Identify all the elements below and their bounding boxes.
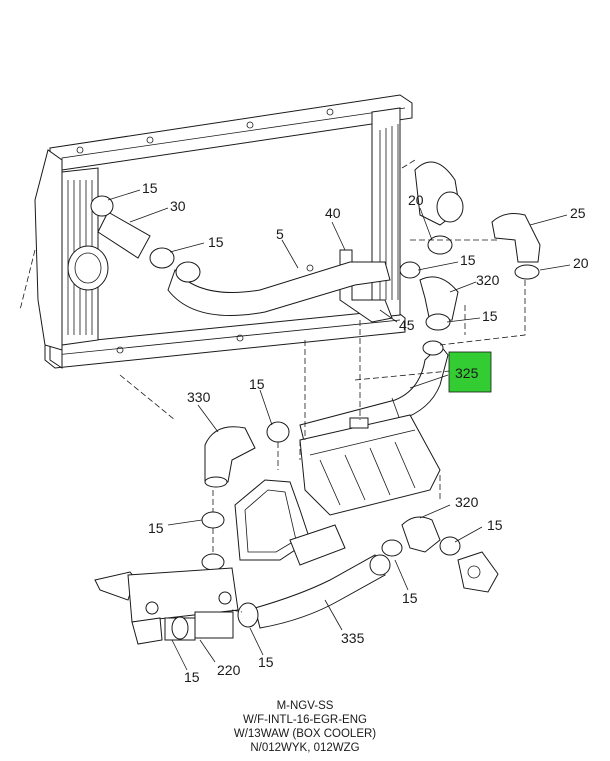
callout-15: 15: [142, 180, 158, 196]
callout-40: 40: [325, 205, 341, 221]
hose-320-lower: [401, 516, 499, 593]
bracket-220: [94, 567, 239, 645]
caption-line: M-NGV-SS: [276, 700, 334, 712]
callout-15: 15: [482, 308, 498, 324]
callout-220: 220: [217, 662, 241, 678]
callout-15: 15: [487, 517, 503, 533]
elbow-25: [427, 213, 541, 280]
callout-30: 30: [170, 198, 186, 214]
callout-15: 15: [402, 590, 418, 606]
callout-15: 15: [208, 234, 224, 250]
hose-30: [90, 195, 201, 283]
callout-335: 335: [341, 630, 365, 646]
tube-5: [167, 261, 391, 317]
callout-15: 15: [184, 669, 200, 685]
caption-line: W/13WAW (BOX COOLER): [233, 728, 377, 740]
box-cooler: [234, 414, 441, 566]
elbow-330: [201, 421, 290, 571]
caption-line: W/F-INTL-16-EGR-ENG: [243, 714, 367, 726]
hose-320-upper: [399, 261, 459, 331]
radiator-frame: [34, 94, 464, 369]
callout-20: 20: [408, 192, 424, 208]
callout-320: 320: [476, 272, 500, 288]
callouts: 15 30 15 5 40 20 25 15 20 320 45 15 325 …: [142, 180, 589, 685]
tube-335: [237, 539, 403, 629]
leader-lines: [107, 189, 571, 671]
callout-45: 45: [399, 317, 415, 333]
callout-25: 25: [570, 205, 586, 221]
callout-5: 5: [276, 226, 284, 242]
callout-20: 20: [573, 255, 589, 271]
callout-15: 15: [148, 520, 164, 536]
callout-15: 15: [460, 252, 476, 268]
callout-325-highlight: [448, 351, 492, 393]
callout-330: 330: [187, 389, 211, 405]
assembly-lines: [19, 159, 526, 613]
caption-line: N/012WYK, 012WZG: [250, 742, 360, 754]
callout-15: 15: [258, 654, 274, 670]
callout-15: 15: [249, 376, 265, 392]
callout-320: 320: [455, 494, 479, 510]
callout-325: 325: [455, 365, 479, 381]
